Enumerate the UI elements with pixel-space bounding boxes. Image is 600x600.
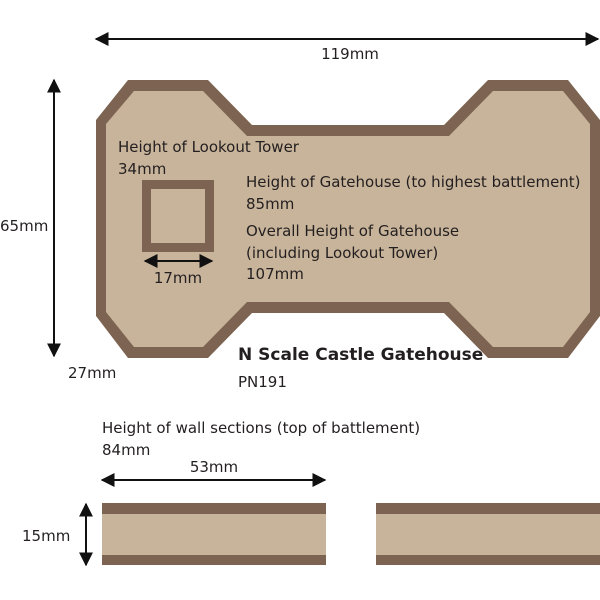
wall-section-left bbox=[102, 503, 326, 565]
gatehouse-footprint-inner bbox=[106, 91, 590, 347]
product-code: PN191 bbox=[238, 373, 287, 391]
tower-height-value: 34mm bbox=[118, 160, 166, 178]
gatehouse-height-value: 85mm bbox=[246, 195, 294, 213]
corner-offset-label: 27mm bbox=[68, 364, 116, 382]
overall-height-value: 107mm bbox=[246, 265, 304, 283]
wall-section-right bbox=[376, 503, 600, 565]
lookout-tower-fill bbox=[151, 189, 205, 243]
overall-depth-label: 65mm bbox=[0, 217, 48, 235]
overall-height-label-line1: Overall Height of Gatehouse bbox=[246, 222, 459, 240]
wall-thickness-label: 15mm bbox=[22, 527, 70, 545]
product-name: N Scale Castle Gatehouse bbox=[238, 345, 483, 365]
wall-length-label: 53mm bbox=[190, 458, 238, 476]
overall-height-label-line2: (including Lookout Tower) bbox=[246, 244, 438, 262]
gatehouse-height-label: Height of Gatehouse (to highest battleme… bbox=[246, 173, 581, 191]
wall-height-value: 84mm bbox=[102, 441, 150, 459]
overall-width-label: 119mm bbox=[321, 45, 379, 63]
tower-width-label: 17mm bbox=[154, 269, 202, 287]
wall-height-label: Height of wall sections (top of battleme… bbox=[102, 419, 420, 437]
tower-height-label: Height of Lookout Tower bbox=[118, 138, 300, 156]
